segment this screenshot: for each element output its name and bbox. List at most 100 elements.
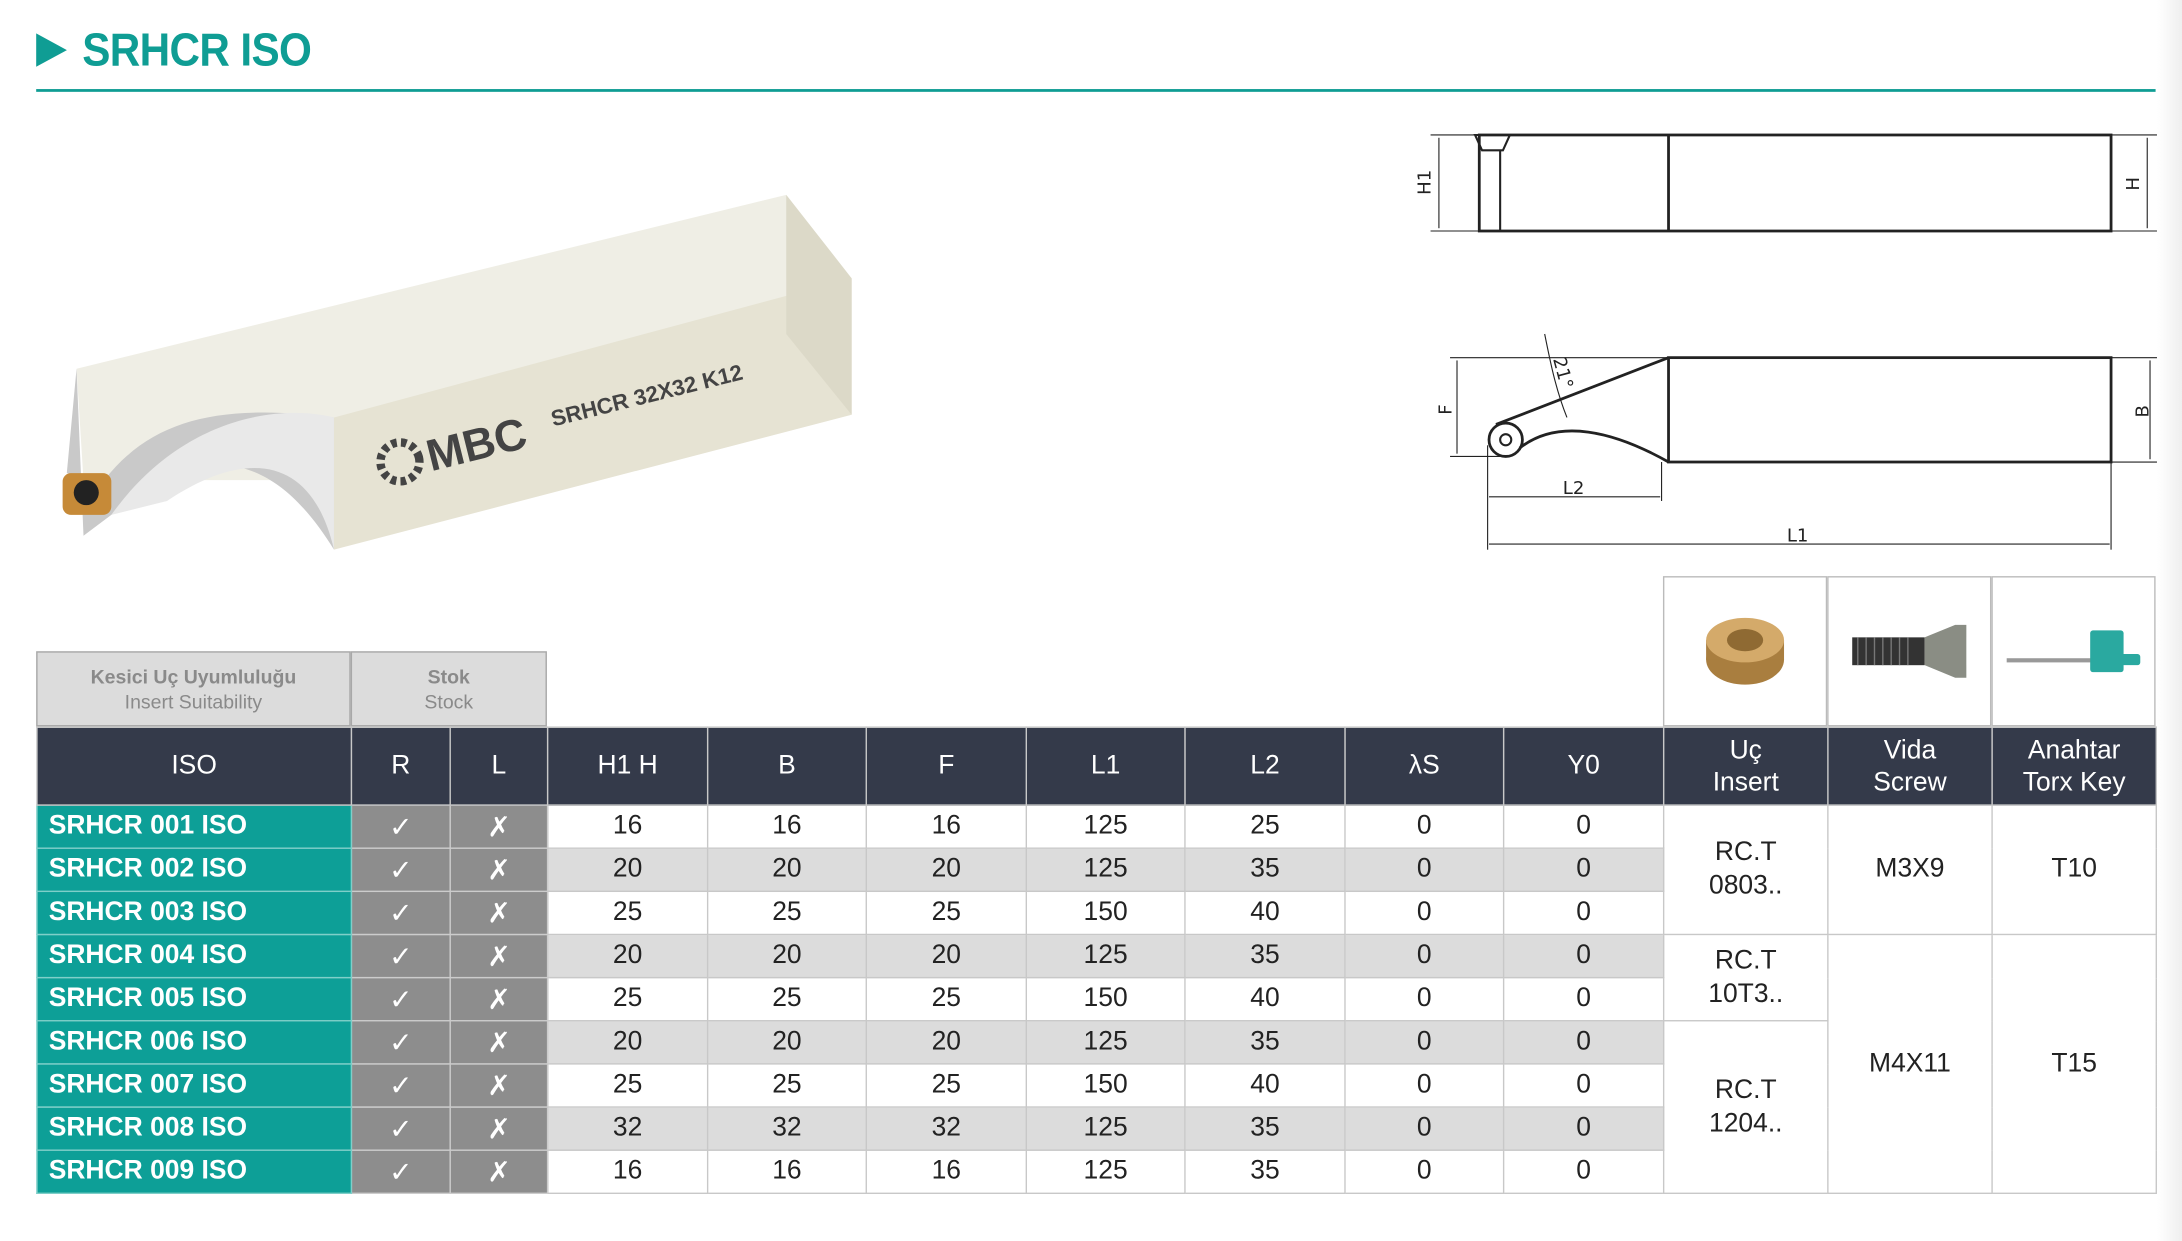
right-hand-check-icon: ✓	[350, 1106, 451, 1151]
right-hand-check-icon: ✓	[350, 976, 451, 1022]
dim-label-b: B	[2133, 405, 2154, 417]
cell-h1h: 25	[546, 1063, 709, 1108]
insert-suitability-en: Insert Suitability	[124, 690, 263, 713]
insert-code-line1: RC.T	[1714, 945, 1777, 975]
right-hand-check-icon: ✓	[350, 1020, 451, 1065]
cell-l1: 125	[1025, 933, 1186, 979]
right-hand-check-icon: ✓	[350, 933, 451, 979]
insert-image-box	[1662, 576, 1828, 727]
stock-group-header: Stok Stock	[350, 651, 547, 727]
product-image: MBC SRHCR 32X32 K12	[62, 194, 852, 550]
cell-y0: 0	[1502, 804, 1665, 849]
title-divider	[36, 89, 2156, 92]
col-header-l2: L2	[1184, 726, 1346, 806]
stock-tr: Stok	[427, 665, 470, 688]
page-edge-shade	[2156, 0, 2182, 1241]
cell-ls: 0	[1344, 1106, 1505, 1151]
col-header-iso: ISO	[36, 726, 353, 806]
dim-label-angle: 21°	[1548, 355, 1577, 391]
iso-code-cell: SRHCR 009 ISO	[36, 1149, 353, 1194]
cell-b: 16	[706, 1149, 867, 1194]
cell-l1: 125	[1025, 847, 1186, 893]
cell-b: 25	[706, 1063, 867, 1108]
cell-h1h: 25	[546, 890, 709, 936]
iso-code-cell: SRHCR 008 ISO	[36, 1106, 353, 1151]
cell-ls: 0	[1344, 1020, 1505, 1065]
iso-code-cell: SRHCR 004 ISO	[36, 933, 353, 979]
cell-l2: 35	[1184, 847, 1346, 893]
cell-f: 16	[865, 1149, 1028, 1194]
insert-code-line1: RC.T	[1714, 1075, 1777, 1105]
cell-ls: 0	[1344, 1149, 1505, 1194]
iso-code-cell: SRHCR 006 ISO	[36, 1020, 353, 1065]
cell-l2: 40	[1184, 890, 1346, 936]
right-hand-check-icon: ✓	[350, 804, 451, 849]
insert-code-line2: 0803..	[1708, 871, 1783, 901]
col-header-l1: L1	[1025, 726, 1186, 806]
col-header-lambda-s: λS	[1344, 726, 1505, 806]
screw-header-en: Screw	[1873, 767, 1947, 797]
dim-label-l2: L2	[1563, 478, 1585, 499]
cell-h1h: 16	[546, 1149, 709, 1194]
insert-suitability-group-header: Kesici Uç Uyumluluğu Insert Suitability	[36, 651, 351, 727]
cell-y0: 0	[1502, 847, 1665, 893]
right-hand-check-icon: ✓	[350, 1149, 451, 1194]
cell-y0: 0	[1502, 1106, 1665, 1151]
cell-y0: 0	[1502, 890, 1665, 936]
cell-b: 32	[706, 1106, 867, 1151]
col-header-l: L	[449, 726, 549, 806]
torx-key-cell: T15	[1991, 933, 2157, 1194]
cell-ls: 0	[1344, 933, 1505, 979]
left-hand-cross-icon: ✗	[449, 1020, 549, 1065]
cell-h1h: 25	[546, 976, 709, 1022]
cell-f: 20	[865, 1020, 1028, 1065]
cell-f: 25	[865, 890, 1028, 936]
cell-l2: 35	[1184, 1106, 1346, 1151]
page-title-text: SRHCR ISO	[82, 23, 312, 76]
cell-b: 20	[706, 847, 867, 893]
iso-code-cell: SRHCR 007 ISO	[36, 1063, 353, 1108]
cell-f: 25	[865, 976, 1028, 1022]
cell-b: 20	[706, 1020, 867, 1065]
cell-h1h: 16	[546, 804, 709, 849]
left-hand-cross-icon: ✗	[449, 1063, 549, 1108]
cell-f: 20	[865, 933, 1028, 979]
cell-y0: 0	[1502, 976, 1665, 1022]
cell-l1: 125	[1025, 1106, 1186, 1151]
key-header-en: Torx Key	[2022, 767, 2126, 797]
insert-header-tr: Uç	[1729, 735, 1762, 765]
col-header-b: B	[706, 726, 867, 806]
col-header-h1h: H1 H	[546, 726, 709, 806]
left-hand-cross-icon: ✗	[449, 1149, 549, 1194]
screw-header-tr: Vida	[1883, 735, 1937, 765]
cell-b: 25	[706, 890, 867, 936]
dim-label-l1: L1	[1787, 525, 1809, 546]
cell-y0: 0	[1502, 933, 1665, 979]
screw-icon	[1852, 624, 1967, 678]
iso-code-cell: SRHCR 002 ISO	[36, 847, 353, 893]
cell-f: 25	[865, 1063, 1028, 1108]
cell-l1: 150	[1025, 1063, 1186, 1108]
torx-key-icon	[2006, 630, 2141, 673]
page-title: SRHCR ISO	[36, 22, 312, 78]
cell-ls: 0	[1344, 804, 1505, 849]
cell-l2: 35	[1184, 933, 1346, 979]
cell-h1h: 20	[546, 1020, 709, 1065]
insert-header-en: Insert	[1712, 767, 1779, 797]
cell-ls: 0	[1344, 847, 1505, 893]
left-hand-cross-icon: ✗	[449, 804, 549, 849]
title-arrow-icon	[36, 33, 67, 67]
insert-icon	[1706, 617, 1785, 685]
cell-l2: 25	[1184, 804, 1346, 849]
cell-b: 20	[706, 933, 867, 979]
